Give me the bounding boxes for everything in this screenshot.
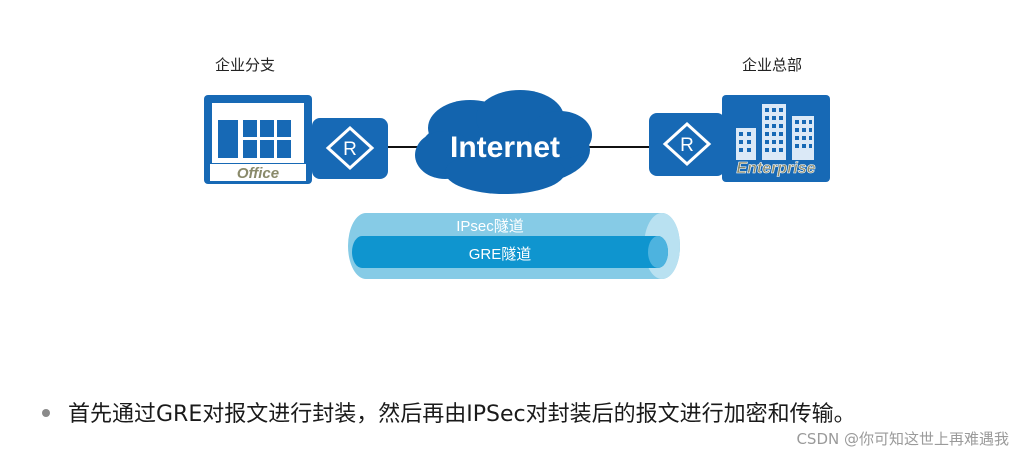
branch-router-symbol: R — [343, 139, 357, 160]
internet-cloud-icon: Internet — [415, 90, 592, 194]
office-building-icon: Office — [204, 95, 312, 184]
enterprise-building-icon: Enterprise — [722, 95, 830, 182]
hq-router-icon: R — [649, 113, 725, 176]
ipsec-tunnel-label: IPsec隧道 — [456, 218, 524, 235]
bullet-dot-icon — [42, 409, 50, 417]
branch-router-icon: R — [312, 118, 388, 179]
caption-text: 首先通过GRE对报文进行封装，然后再由IPSec对封装后的报文进行加密和传输。 — [68, 402, 856, 427]
hq-label: 企业总部 — [742, 56, 803, 74]
hq-router-symbol: R — [680, 135, 694, 156]
watermark: CSDN @你可知这世上再难遇我 — [796, 430, 1009, 448]
internet-text: Internet — [450, 131, 560, 164]
branch-label: 企业分支 — [215, 56, 276, 74]
office-text: Office — [237, 165, 279, 182]
caption-line: 首先通过GRE对报文进行封装，然后再由IPSec对封装后的报文进行加密和传输。 — [42, 396, 1002, 428]
enterprise-text: Enterprise — [736, 160, 815, 177]
gre-tunnel: GRE隧道 — [352, 236, 668, 268]
gre-tunnel-label: GRE隧道 — [469, 246, 532, 263]
